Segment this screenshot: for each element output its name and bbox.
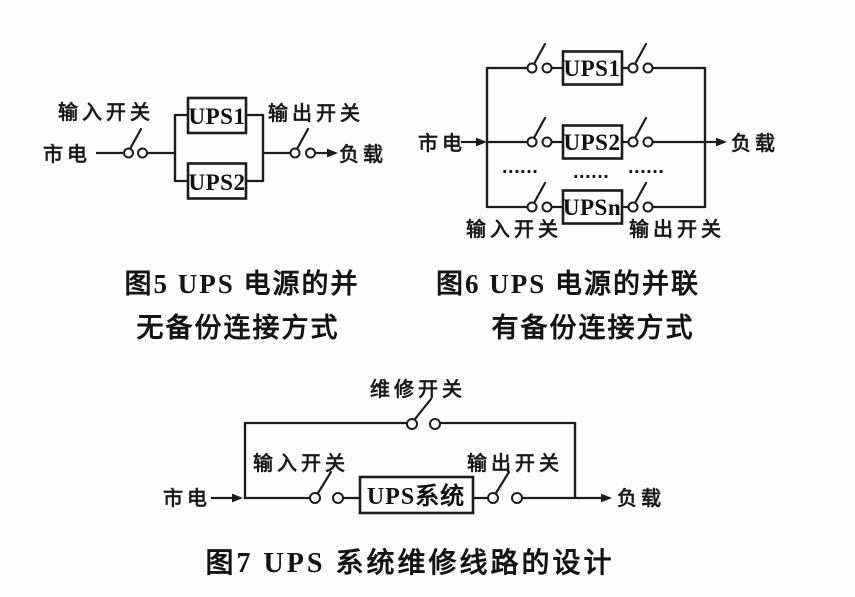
- figure5-caption-line2: 无备份连接方式: [137, 312, 340, 343]
- output-switch-label: 输出开关: [268, 101, 364, 125]
- input-switch-label: 输入开关: [253, 451, 349, 475]
- figure5-caption-line1: 图5 UPS 电源的并: [124, 268, 359, 299]
- upsn-box: [561, 189, 624, 225]
- upsn-box-label: UPSn: [563, 195, 621, 220]
- load-label: 负载: [617, 486, 665, 510]
- ups-system-box-label: UPS系统: [367, 482, 465, 510]
- ups2-box: [186, 162, 248, 200]
- ellipsis-dots-middle: ......: [573, 161, 609, 183]
- input-switch-icon: [309, 470, 344, 504]
- input-switch-label: 输入开关: [466, 217, 562, 241]
- output-switch-label: 输出开关: [629, 217, 725, 241]
- load-label: 负载: [731, 131, 779, 155]
- mains-label: 市电: [163, 486, 211, 510]
- ups1-box-label: UPS1: [564, 56, 621, 81]
- row1-input-switch-icon: [526, 42, 553, 74]
- row1-output-switch-icon: [627, 42, 654, 74]
- ellipsis-dots-left: ......: [502, 156, 538, 178]
- figure6-caption-line1: 图6 UPS 电源的并联: [436, 268, 700, 299]
- figure6-diagram: UPS1 UPS2 UPSn ...... ...... ...... 市电 负…: [418, 42, 779, 343]
- figure5-diagram: UPS1 UPS2 输入开关 市电 输出开关 负载 图5 UPS 电源的并 无备…: [43, 96, 387, 343]
- output-switch-icon: [289, 127, 316, 159]
- ups2-box-label: UPS2: [189, 170, 246, 195]
- ups2-box: [561, 124, 624, 160]
- figure7-wires: [211, 421, 612, 503]
- maintenance-switch-icon: [406, 397, 441, 430]
- ellipsis-dots-right: ......: [628, 156, 664, 178]
- ups2-box-label: UPS2: [564, 130, 621, 155]
- input-switch-icon: [123, 127, 148, 159]
- ups1-box-label: UPS1: [189, 104, 246, 129]
- load-arrowhead: [327, 148, 338, 158]
- ups1-box: [561, 50, 624, 86]
- figure7-caption: 图7 UPS 系统维修线路的设计: [206, 546, 615, 579]
- mains-label: 市电: [418, 131, 466, 155]
- ups-system-box: [358, 475, 475, 515]
- input-switch-label: 输入开关: [58, 100, 154, 124]
- figure7-diagram: UPS系统 维修开关 市电 输入开关 输出开关 负载 图7 UPS 系统维修线路…: [163, 377, 665, 579]
- rown-input-switch-icon: [526, 181, 553, 213]
- load-label: 负载: [339, 142, 387, 166]
- figure6-caption-line2: 有备份连接方式: [492, 312, 695, 343]
- row2-input-switch-icon: [526, 116, 553, 148]
- ups1-box: [186, 96, 248, 135]
- rown-output-switch-icon: [627, 181, 654, 213]
- output-switch-icon: [487, 470, 523, 504]
- row2-output-switch-icon: [627, 116, 654, 148]
- output-switch-label: 输出开关: [467, 451, 563, 475]
- maintenance-switch-label: 维修开关: [370, 377, 466, 401]
- mains-label: 市电: [43, 142, 91, 166]
